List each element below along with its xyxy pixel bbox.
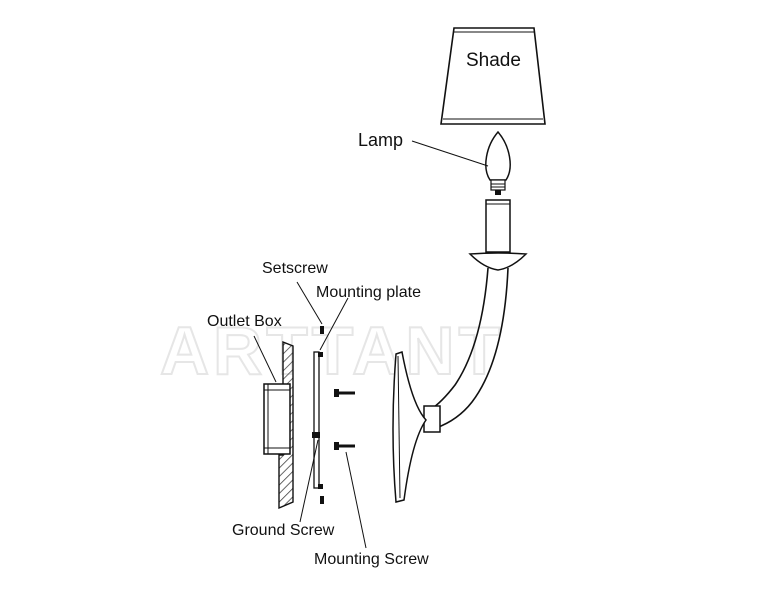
watermark: ARTTANT: [160, 313, 504, 389]
mounting-screw-bottom: [334, 442, 355, 450]
lamp-bulb: [485, 130, 511, 195]
mounting-screw-leader: [345, 451, 367, 549]
mounting-screw-top: [334, 389, 355, 397]
setscrew-leader: [296, 281, 323, 325]
sconce-arm: [423, 267, 509, 433]
shade-label: Shade: [466, 50, 521, 71]
candle-sleeve: [485, 199, 511, 253]
mounting-screw-label: Mounting Screw: [314, 551, 429, 568]
setscrew: [320, 326, 324, 504]
shade: [440, 27, 546, 125]
outlet-box-leader: [253, 335, 277, 383]
ground-screw-leader: [299, 439, 319, 523]
ground-screw: [312, 432, 320, 438]
outlet-box-label: Outlet Box: [207, 313, 282, 330]
lamp-label: Lamp: [358, 130, 403, 150]
setscrew-label: Setscrew: [262, 260, 328, 277]
outlet-box: [263, 383, 291, 455]
lamp-leader: [411, 140, 489, 167]
bobeche: [468, 252, 528, 271]
backplate: [392, 351, 427, 503]
mounting-plate: [313, 351, 323, 489]
ground-screw-label: Ground Screw: [232, 522, 335, 539]
mounting-plate-leader: [319, 297, 349, 351]
mounting-plate-label: Mounting plate: [316, 284, 421, 301]
